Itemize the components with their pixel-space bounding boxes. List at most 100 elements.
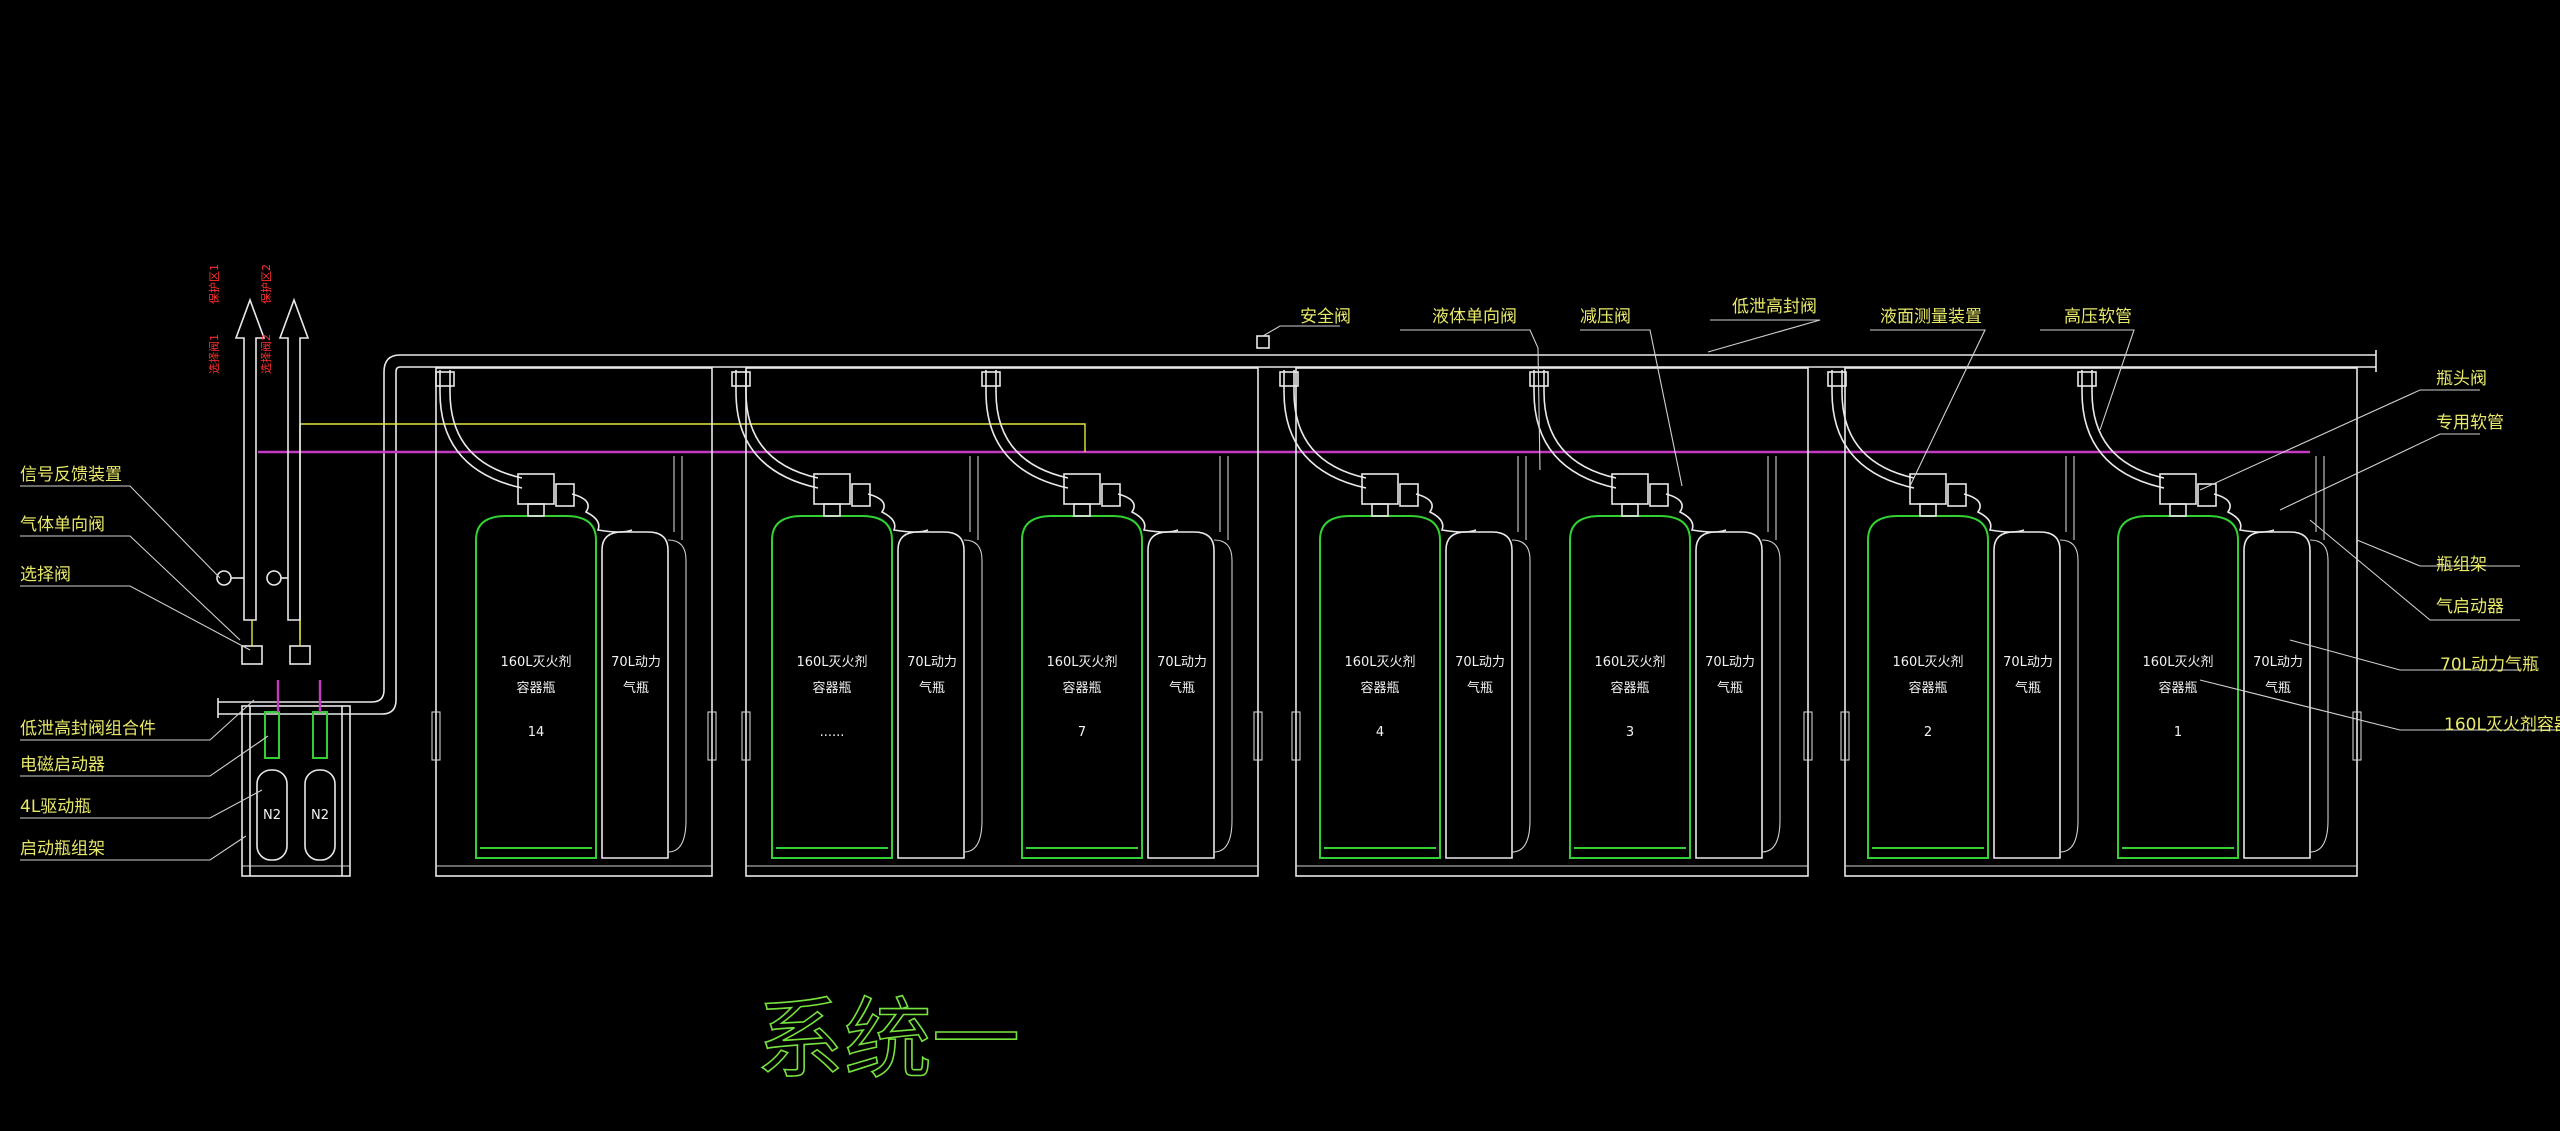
hose-fitting (1279, 371, 1299, 387)
hose (439, 370, 523, 489)
gas-cylinder-label: 70L动力 (611, 655, 661, 670)
cylinder-number: ...... (820, 725, 845, 740)
label-special-hose: 专用软管 (2436, 413, 2504, 433)
power-gas-cylinder (2243, 531, 2311, 859)
agent-cylinder-label: 160L灭火剂 (796, 655, 867, 670)
rack-bracket (1840, 711, 1850, 761)
gas-cylinder-label: 气瓶 (2015, 680, 2041, 696)
bottle-head-valve (517, 473, 555, 505)
label-rack: 瓶组架 (2436, 555, 2487, 575)
gas-cylinder-label: 气瓶 (1717, 680, 1743, 696)
label-liquid-level-measurement: 液面测量装置 (1880, 307, 1982, 327)
cylinder-number: 4 (1376, 725, 1384, 740)
agent-cylinder-label: 容器瓶 (1908, 680, 1947, 696)
rack-frames (435, 367, 2358, 877)
gas-cylinder-label: 70L动力 (1157, 655, 1207, 670)
agent-cylinder (1021, 515, 1143, 859)
agent-cylinder-label: 160L灭火剂 (1046, 655, 1117, 670)
special-hose (1117, 493, 1179, 533)
pipe1-top-label: 保护区1 (207, 264, 221, 304)
agent-cylinder-label: 容器瓶 (2158, 680, 2197, 696)
gas-cylinder-label: 气瓶 (2265, 680, 2291, 696)
gas-cylinder-label: 70L动力 (1705, 655, 1755, 670)
agent-cylinder (771, 515, 893, 859)
power-gas-cylinder (1695, 531, 1763, 859)
bottle-head-valve (1909, 473, 1947, 505)
hose-fitting (435, 371, 455, 387)
hose (1533, 370, 1617, 489)
hose (1831, 370, 1915, 489)
rack-bracket (1253, 711, 1263, 761)
label-pressure-reducing-valve: 减压阀 (1580, 307, 1631, 327)
cylinder-number: 7 (1078, 725, 1086, 740)
label-solenoid-starter: 电磁启动器 (20, 755, 105, 775)
agent-cylinder-label: 160L灭火剂 (1344, 655, 1415, 670)
label-safety-valve: 安全阀 (1300, 307, 1351, 327)
label-low-leak-combo: 低泄高封阀组合件 (20, 719, 156, 739)
hose (449, 370, 523, 479)
label-pneumatic-starter: 气启动器 (2436, 597, 2504, 617)
label-gas-check-valve: 气体单向阀 (20, 515, 105, 535)
gas-cylinder-label: 70L动力 (1455, 655, 1505, 670)
gas-cylinder-label: 气瓶 (623, 680, 649, 696)
bottle-head-valve (1611, 473, 1649, 505)
hose (1841, 370, 1915, 479)
rack-bracket (431, 711, 441, 761)
agent-cylinder (1867, 515, 1989, 859)
rack-bracket (1803, 711, 1813, 761)
bottle-head-valve (1361, 473, 1399, 505)
gas-cylinder-label: 70L动力 (2253, 655, 2303, 670)
special-hose (2213, 493, 2275, 533)
hose (2091, 370, 2165, 479)
cylinder-units: 160L灭火剂容器瓶1470L动力气瓶160L灭火剂容器瓶......70L动力… (431, 370, 2362, 859)
agent-cylinder-label: 容器瓶 (1360, 680, 1399, 696)
pipe1-bottom-label: 选择阀1 (207, 334, 221, 374)
power-gas-cylinder (897, 531, 965, 859)
agent-cylinder (1319, 515, 1441, 859)
agent-cylinder (1569, 515, 1691, 859)
n2-label-1: N2 (263, 808, 281, 823)
power-gas-cylinder (1445, 531, 1513, 859)
agent-cylinder-label: 容器瓶 (1062, 680, 1101, 696)
special-hose (1665, 493, 1727, 533)
hose (985, 370, 1069, 489)
rack-bracket (707, 711, 717, 761)
label-low-pressure-leak-valve: 低泄高封阀 (1732, 297, 1817, 317)
label-liquid-check-valve: 液体单向阀 (1432, 307, 1517, 327)
hose-fitting (731, 371, 751, 387)
agent-cylinder-label: 160L灭火剂 (1892, 655, 1963, 670)
label-high-pressure-hose: 高压软管 (2064, 307, 2132, 327)
special-hose (1415, 493, 1477, 533)
agent-cylinder-label: 容器瓶 (516, 680, 555, 696)
power-gas-cylinder (1147, 531, 1215, 859)
gas-cylinder-label: 气瓶 (919, 680, 945, 696)
power-gas-cylinder (601, 531, 669, 859)
gas-cylinder-label: 气瓶 (1467, 680, 1493, 696)
gas-cylinder-label: 气瓶 (1169, 680, 1195, 696)
agent-cylinder (475, 515, 597, 859)
cylinder-number: 1 (2174, 725, 2182, 740)
label-power-gas-cylinder: 70L动力气瓶 (2440, 655, 2539, 675)
hose-fitting (981, 371, 1001, 387)
hose (1543, 370, 1617, 479)
agent-cylinder (2117, 515, 2239, 859)
top-callouts: 安全阀 液体单向阀 减压阀 低泄高封阀 液面测量装置 高压软管 (1256, 297, 2135, 487)
hose-fitting (1827, 371, 1847, 387)
hose (2081, 370, 2165, 489)
label-bottle-head-valve: 瓶头阀 (2436, 369, 2487, 389)
special-hose (867, 493, 929, 533)
cylinder-number: 14 (528, 725, 545, 740)
hose (745, 370, 819, 479)
pipe2-top-label: 保护区2 (259, 264, 273, 304)
hose-fitting (2077, 371, 2097, 387)
hose (735, 370, 819, 489)
